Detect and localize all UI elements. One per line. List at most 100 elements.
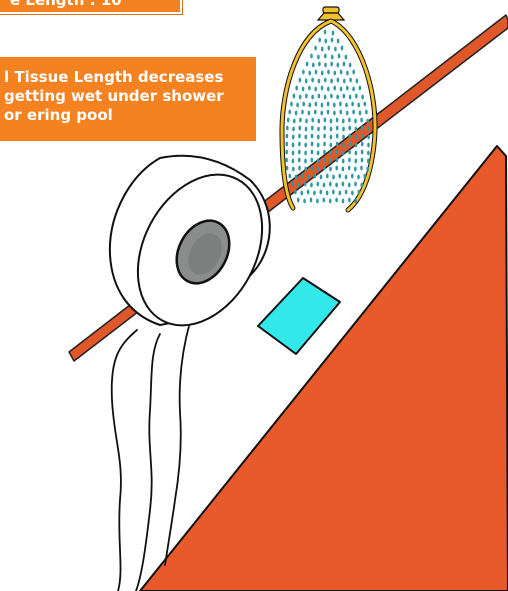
water-droplet [307,190,310,195]
water-droplet [335,198,338,203]
water-droplet [317,55,320,60]
water-droplet [327,70,330,75]
water-droplet [328,46,331,51]
water-droplet [342,199,345,204]
water-droplet [346,111,349,116]
water-droplet [299,78,302,83]
water-droplet [304,151,307,156]
water-droplet [308,111,311,116]
water-droplet [323,166,326,171]
water-droplet [323,134,326,139]
water-droplet [360,118,363,123]
water-droplet [302,70,305,75]
water-droplet [323,183,326,188]
water-droplet [336,126,339,131]
water-droplet [304,143,307,148]
water-droplet [295,175,298,180]
water-droplet [339,102,342,107]
water-droplet [303,199,306,204]
water-droplet [333,111,336,116]
water-droplet [317,167,320,172]
water-droplet [342,151,345,156]
water-droplet [330,62,333,67]
water-droplet [332,175,335,180]
water-droplet [363,174,366,179]
water-droplet [345,103,348,108]
water-droplet [329,151,332,156]
water-droplet [329,159,332,164]
water-droplet [359,86,362,91]
water-droplet [325,39,328,44]
water-droplet [312,63,315,68]
water-droplet [342,119,345,124]
water-droplet [298,134,301,139]
water-droplet [355,151,358,156]
water-droplet [326,191,329,196]
water-droplet [336,118,339,123]
water-droplet [311,118,314,123]
water-droplet [299,95,302,100]
water-droplet [343,94,346,99]
water-droplet [286,142,289,147]
water-droplet [341,46,344,51]
water-droplet [345,190,348,195]
water-droplet [361,95,364,100]
water-droplet [340,87,343,92]
water-droplet [323,142,326,147]
water-droplet [324,95,327,100]
water-droplet [286,126,289,131]
water-droplet [292,151,295,156]
water-droplet [300,191,303,196]
water-droplet [332,31,335,36]
water-droplet [310,54,313,59]
water-droplet [298,166,301,171]
water-droplet [360,166,363,171]
water-droplet [357,103,360,108]
water-droplet [313,191,316,196]
water-droplet [311,166,314,171]
water-droplet [335,166,338,171]
water-droplet [355,135,358,140]
water-droplet [354,167,357,172]
water-droplet [349,134,352,139]
water-droplet [335,183,338,188]
water-droplet [302,102,305,107]
water-droplet [356,79,359,84]
water-droplet [290,102,293,107]
water-pool-tile[interactable] [258,278,340,354]
water-droplet [331,55,334,60]
water-droplet [336,95,339,100]
water-droplet [323,126,326,131]
water-droplet [293,94,296,99]
water-droplet [337,78,340,83]
water-droplet [323,150,326,155]
water-droplet [301,174,304,179]
water-droplet [331,38,334,43]
water-droplet [340,110,343,115]
water-droplet [346,71,349,76]
water-droplet [304,159,307,164]
water-droplet [336,158,339,163]
water-droplet [292,159,295,164]
water-droplet [342,143,345,148]
water-droplet [355,143,358,148]
water-droplet [323,198,326,203]
water-droplet [302,87,305,92]
water-droplet [349,95,352,100]
water-droplet [321,103,324,108]
water-droplet [324,78,327,83]
water-droplet [348,126,351,131]
hint-panel: l Tissue Length decreases getting wet un… [0,55,258,143]
water-droplet [285,150,288,155]
water-droplet [348,166,351,171]
water-droplet [311,142,314,147]
water-droplet [342,127,345,132]
water-droplet [351,174,354,179]
water-droplet [289,174,292,179]
water-droplet [338,54,341,59]
toilet-paper-roll[interactable] [110,153,287,347]
water-droplet [305,119,308,124]
water-droplet [330,135,333,140]
water-droplet [354,182,357,187]
